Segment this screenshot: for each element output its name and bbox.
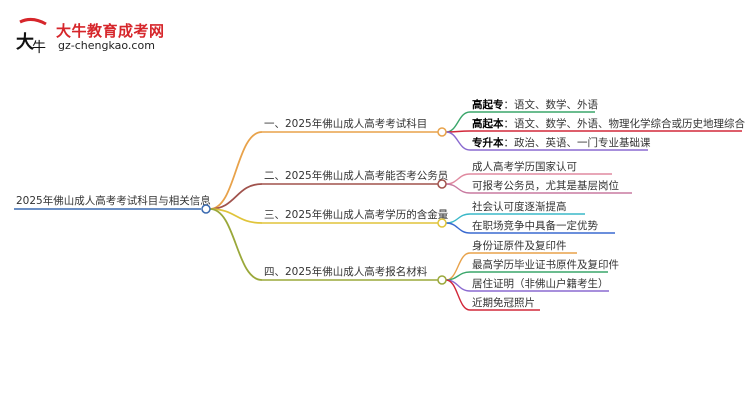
leaf-label-bold-1-3: 专升本: [472, 136, 504, 149]
leaf-label-2-2: 可报考公务员，尤其是基层岗位: [472, 179, 619, 192]
leaf-link-2-2: [445, 183, 471, 194]
leaf-label-text-4-1: 身份证原件及复印件: [472, 239, 567, 252]
branch-link-3: [209, 208, 263, 224]
leaf-label-text-2-1: 成人高考学历国家认可: [472, 160, 577, 173]
brand-logo: 大 牛 大牛教育成考网 gz-chengkao.com: [12, 16, 172, 56]
leaf-label-1-3: 专升本：政治、英语、一门专业基础课: [472, 136, 651, 149]
branch-collapse-toggle-3[interactable]: [437, 218, 447, 228]
branch-collapse-toggle-2[interactable]: [437, 179, 447, 189]
leaf-label-3-2: 在职场竞争中具备一定优势: [472, 219, 598, 232]
leaf-label-text-1-1: ：语文、数学、外语: [504, 98, 599, 111]
leaf-label-text-4-3: 居住证明（非佛山户籍考生）: [472, 277, 609, 290]
leaf-link-3-1: [445, 213, 471, 224]
leaf-label-bold-1-2: 高起本: [472, 117, 504, 130]
branch-collapse-toggle-4[interactable]: [437, 275, 447, 285]
branch-link-2: [209, 183, 263, 210]
brand-name: 大牛教育成考网: [56, 22, 165, 40]
leaf-label-4-1: 身份证原件及复印件: [472, 239, 567, 252]
root-label: 2025年佛山成人高考考试科目与相关信息: [16, 194, 211, 207]
leaf-label-bold-1-1: 高起专: [472, 98, 504, 111]
leaf-link-3-2: [445, 222, 471, 234]
mind-map-nodes: 2025年佛山成人高考考试科目与相关信息 一、2025年佛山成人高考考试科目 高起专…: [16, 98, 745, 309]
leaf-label-2-1: 成人高考学历国家认可: [472, 160, 577, 173]
branch-label-2: 二、2025年佛山成人高考能否考公务员: [264, 169, 448, 182]
leaf-link-2-1: [445, 173, 471, 185]
svg-text:牛: 牛: [32, 40, 46, 56]
branch-label-4: 四、2025年佛山成人高考报名材料: [264, 265, 428, 278]
leaf-label-1-1: 高起专：语文、数学、外语: [472, 98, 598, 111]
mind-map-links: [14, 111, 742, 311]
root-collapse-toggle[interactable]: [201, 204, 211, 214]
leaf-label-text-3-1: 社会认可度逐渐提高: [472, 200, 567, 213]
leaf-label-text-2-2: 可报考公务员，尤其是基层岗位: [472, 179, 619, 192]
branch-collapse-toggle-1[interactable]: [437, 127, 447, 137]
leaf-label-3-1: 社会认可度逐渐提高: [472, 200, 567, 213]
leaf-label-text-4-4: 近期免冠照片: [472, 296, 535, 309]
leaf-link-1-1: [445, 111, 471, 133]
leaf-label-text-1-3: ：政治、英语、一门专业基础课: [504, 136, 651, 149]
branch-label-1: 一、2025年佛山成人高考考试科目: [264, 117, 427, 130]
leaf-label-4-4: 近期免冠照片: [472, 296, 535, 309]
svg-text:大: 大: [16, 31, 34, 53]
leaf-label-text-1-2: ：语文、数学、外语、物理化学综合或历史地理综合: [504, 117, 746, 130]
branch-link-4: [209, 208, 263, 281]
leaf-label-1-2: 高起本：语文、数学、外语、物理化学综合或历史地理综合: [472, 117, 745, 130]
leaf-link-1-3: [445, 131, 471, 151]
logo-mark-icon: 大 牛: [16, 17, 47, 56]
leaf-label-4-2: 最高学历毕业证书原件及复印件: [472, 258, 619, 271]
branch-label-3: 三、2025年佛山成人高考学历的含金量: [264, 208, 449, 221]
leaf-link-4-4: [445, 279, 471, 311]
leaf-label-text-3-2: 在职场竞争中具备一定优势: [472, 219, 598, 232]
leaf-label-4-3: 居住证明（非佛山户籍考生）: [472, 277, 609, 290]
leaf-label-text-4-2: 最高学历毕业证书原件及复印件: [472, 258, 619, 271]
brand-url: gz-chengkao.com: [58, 39, 155, 52]
branch-link-1: [209, 131, 263, 210]
